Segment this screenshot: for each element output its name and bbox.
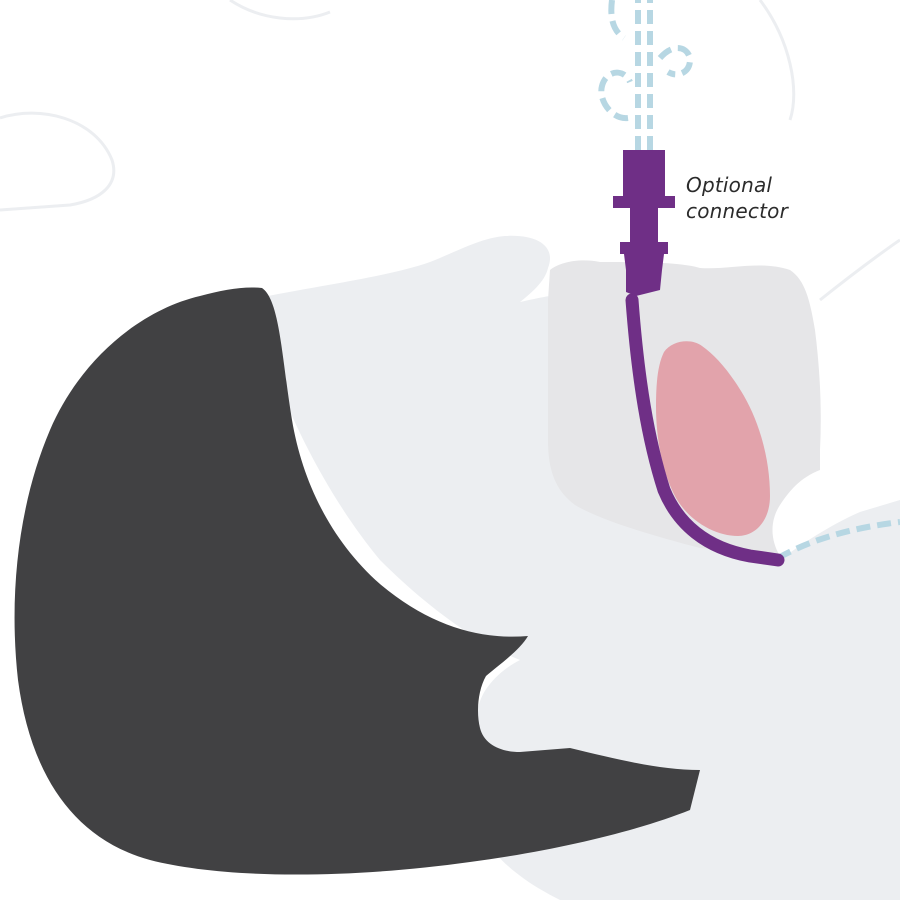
outline-top — [229, 0, 331, 21]
connector-label-line2: connector — [686, 199, 788, 223]
connector-flange — [613, 196, 675, 208]
dashed-tubing — [598, 0, 900, 561]
connector-callout: Optional connector — [686, 172, 856, 224]
connector-ring — [620, 242, 668, 254]
connector-label-line1: Optional — [686, 173, 773, 197]
hair — [14, 287, 701, 875]
connector-top — [623, 150, 665, 196]
tube-top-curl-upper — [608, 0, 626, 41]
tube-top-curl-left — [598, 69, 633, 122]
background-outlines — [0, 0, 900, 302]
tube-side — [776, 519, 900, 561]
device-tube — [625, 293, 785, 567]
face-silhouette — [268, 235, 900, 900]
tube-top-curl-right — [657, 45, 694, 78]
connector-neck — [630, 208, 658, 242]
airway-device — [613, 150, 785, 567]
lower-contour — [475, 691, 900, 718]
cuff — [656, 341, 770, 536]
outline-right — [758, 0, 900, 302]
connector-base — [624, 254, 664, 296]
outline-left — [0, 111, 116, 212]
